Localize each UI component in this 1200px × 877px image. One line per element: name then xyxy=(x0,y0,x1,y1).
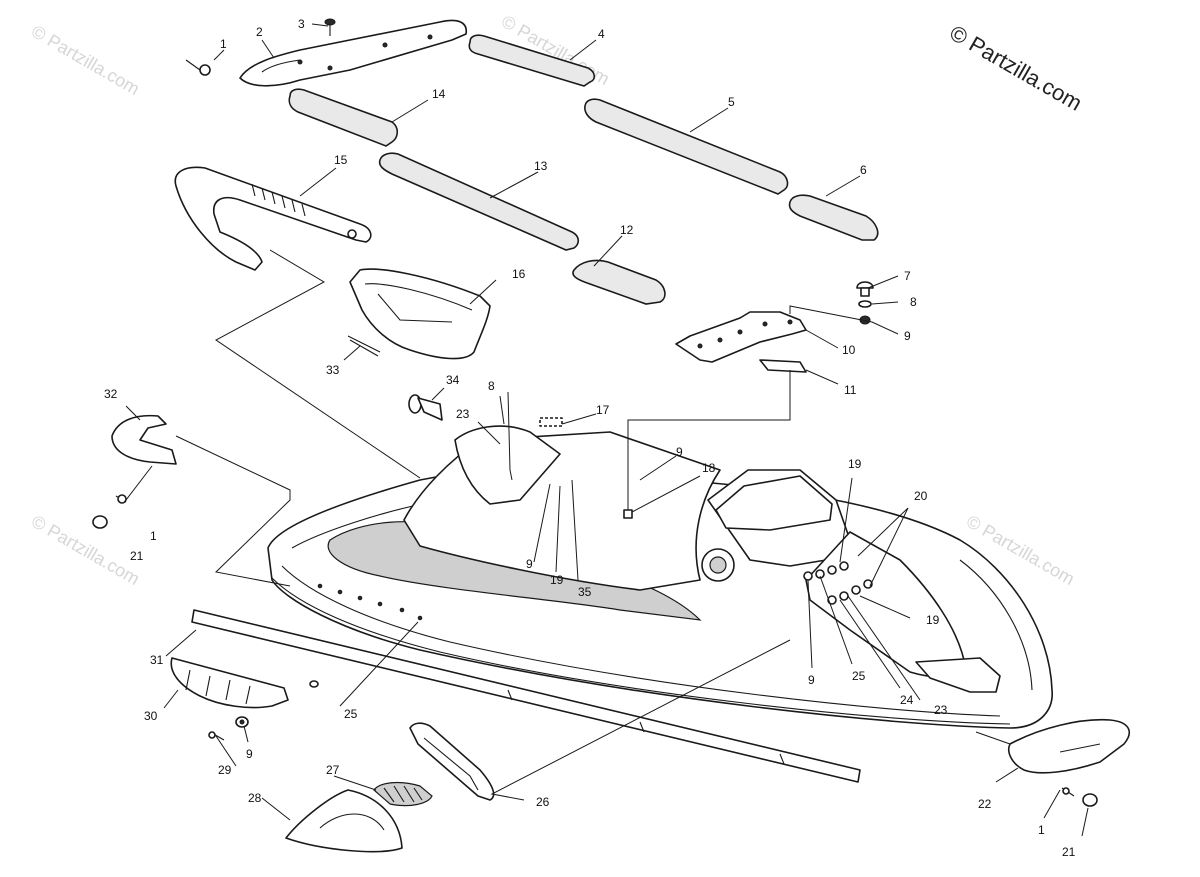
part-34-plug xyxy=(408,394,443,421)
callout-3: 3 xyxy=(298,17,305,31)
callout-17: 17 xyxy=(596,403,610,417)
callout-20: 20 xyxy=(914,489,928,503)
part-12-pad xyxy=(572,259,666,305)
part-2-rear-panel xyxy=(239,19,467,87)
callout-6: 6 xyxy=(860,163,867,177)
callout-13: 13 xyxy=(534,159,548,173)
callout-8b: 8 xyxy=(488,379,495,393)
callout-10: 10 xyxy=(842,343,856,357)
callout-14: 14 xyxy=(432,87,446,101)
callout-31: 31 xyxy=(150,653,164,667)
part-14-pad xyxy=(288,88,399,147)
callout-21b: 21 xyxy=(1062,845,1076,859)
callout-21: 21 xyxy=(130,549,144,563)
callout-4: 4 xyxy=(598,27,605,41)
part-21-cap-right xyxy=(1082,793,1098,807)
part-15-grab-handle xyxy=(174,166,372,271)
callout-34: 34 xyxy=(446,373,460,387)
callout-9e: 9 xyxy=(246,747,253,761)
part-22-bumper xyxy=(1008,718,1131,774)
part-13-pad xyxy=(378,152,580,251)
part-16-storage-bin xyxy=(349,268,491,360)
part-9-washer-lower xyxy=(235,716,249,728)
callout-25b: 25 xyxy=(344,707,358,721)
callout-19c: 19 xyxy=(550,573,564,587)
callout-12: 12 xyxy=(620,223,634,237)
callout-9c: 9 xyxy=(808,673,815,687)
callout-30: 30 xyxy=(144,709,158,723)
watermark: © Partzilla.com xyxy=(28,21,143,99)
part-3-rivet xyxy=(324,18,336,36)
hull-body xyxy=(267,425,1053,729)
callout-1c: 1 xyxy=(1038,823,1045,837)
part-27-grille xyxy=(373,781,433,807)
callout-19b: 19 xyxy=(926,613,940,627)
part-7-cap xyxy=(856,281,874,297)
part-10-bracket xyxy=(675,311,807,363)
callout-27: 27 xyxy=(326,763,340,777)
part-17-label xyxy=(539,417,563,427)
part-4-pad xyxy=(468,34,596,87)
part-29-screw xyxy=(208,731,225,741)
callout-15: 15 xyxy=(334,153,348,167)
callout-1: 1 xyxy=(220,37,227,51)
part-21-cap-left xyxy=(92,515,108,529)
callout-23b: 23 xyxy=(456,407,470,421)
callout-9b: 9 xyxy=(676,445,683,459)
leader-lines xyxy=(125,23,1089,837)
callout-5: 5 xyxy=(728,95,735,109)
part-26-vent xyxy=(409,722,495,801)
part-30-sponson xyxy=(170,657,289,709)
part-33-strap xyxy=(347,335,381,357)
part-1-screw-top xyxy=(185,59,211,76)
callout-16: 16 xyxy=(512,267,526,281)
callout-32: 32 xyxy=(104,387,118,401)
part-32-bracket xyxy=(111,414,177,465)
callout-29: 29 xyxy=(218,763,232,777)
callout-9d: 9 xyxy=(526,557,533,571)
callout-8: 8 xyxy=(910,295,917,309)
callout-33: 33 xyxy=(326,363,340,377)
part-28-cover xyxy=(285,789,403,853)
callout-labels: 1 2 3 4 5 6 7 8 9 10 11 12 13 14 15 16 1… xyxy=(104,17,1076,859)
callout-35: 35 xyxy=(578,585,592,599)
callout-11: 11 xyxy=(844,383,857,397)
callout-28: 28 xyxy=(248,791,262,805)
callout-7: 7 xyxy=(904,269,911,283)
part-8-washer xyxy=(858,300,872,308)
callout-22: 22 xyxy=(978,797,992,811)
callout-23: 23 xyxy=(934,703,948,717)
part-31-rub-rail xyxy=(191,609,861,783)
callout-1b: 1 xyxy=(150,529,157,543)
callout-2: 2 xyxy=(256,25,263,39)
callout-24: 24 xyxy=(900,693,914,707)
callout-19: 19 xyxy=(848,457,862,471)
watermark: © Partzilla.com xyxy=(28,511,143,589)
callout-26: 26 xyxy=(536,795,550,809)
callout-9: 9 xyxy=(904,329,911,343)
part-1-screw-right xyxy=(1061,787,1075,797)
callout-25: 25 xyxy=(852,669,866,683)
callout-18: 18 xyxy=(702,461,716,475)
part-1-screw-left xyxy=(115,494,127,504)
part-11-plate xyxy=(759,359,807,373)
part-25-washer-lower xyxy=(309,680,319,688)
part-6-pad xyxy=(788,194,879,241)
part-5-pad xyxy=(584,98,789,195)
